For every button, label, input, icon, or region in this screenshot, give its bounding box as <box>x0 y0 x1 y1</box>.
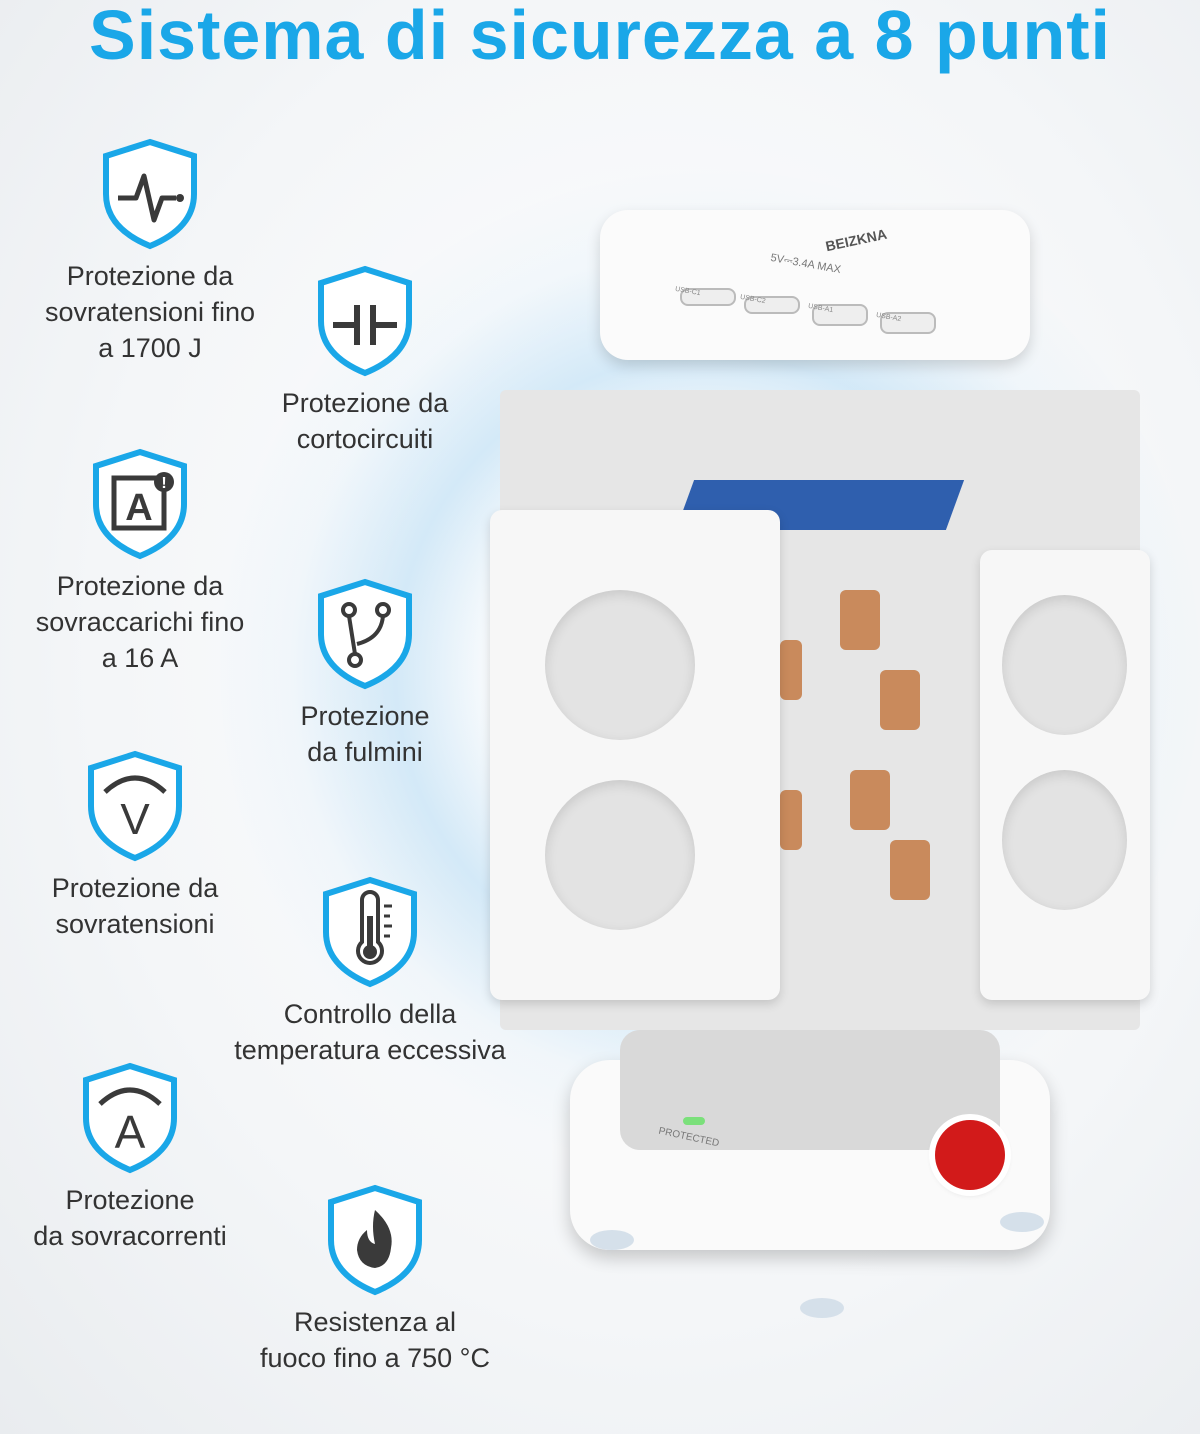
thermometer-icon <box>323 876 417 988</box>
svg-text:V: V <box>120 795 150 844</box>
svg-text:A: A <box>115 1106 146 1158</box>
feature-label: Protezione da sovratensioni fino a 1700 … <box>44 261 256 363</box>
foot-pad <box>590 1230 634 1250</box>
copper-contact <box>880 670 920 730</box>
copper-contact <box>840 590 880 650</box>
feature-lightning: Protezione da fulmini <box>260 578 470 770</box>
schuko-socket <box>1002 595 1127 735</box>
voltage-v-icon: V <box>88 750 182 862</box>
copper-contact <box>780 790 802 850</box>
pulse-wave-icon <box>103 138 197 250</box>
feature-label: Protezione da cortocircuiti <box>281 388 449 454</box>
feature-overload-16a: A ! Protezione da sovraccarichi fino a 1… <box>20 448 260 676</box>
usb-a-port <box>880 312 936 334</box>
schuko-socket <box>545 590 695 740</box>
usb-top-cap: BEIZKNA 5V⎓3.4A MAX USB-C1 USB-C2 USB-A1… <box>600 210 1030 360</box>
svg-text:!: ! <box>161 475 166 492</box>
page-title: Sistema di sicurezza a 8 punti <box>89 0 1111 74</box>
current-a-icon: A <box>83 1062 177 1174</box>
copper-contact <box>780 640 802 700</box>
feature-label: Controllo della temperatura eccessiva <box>234 999 506 1065</box>
feature-label: Protezione da sovratensioni <box>51 873 219 939</box>
usb-c-port <box>744 296 800 314</box>
power-switch <box>935 1120 1005 1190</box>
schuko-socket <box>545 780 695 930</box>
feature-temperature: Controllo della temperatura eccessiva <box>215 876 525 1068</box>
schuko-socket <box>1002 770 1127 910</box>
feature-label: Resistenza al fuoco fino a 750 °C <box>260 1307 490 1373</box>
feature-short-circuit: Protezione da cortocircuiti <box>250 265 480 457</box>
capacitor-icon <box>318 265 412 377</box>
feature-overcurrent: A Protezione da sovracorrenti <box>15 1062 245 1254</box>
overload-a-icon: A ! <box>93 448 187 560</box>
usb-port-row <box>680 260 960 334</box>
svg-text:A: A <box>125 487 152 529</box>
feature-label: Protezione da sovraccarichi fino a 16 A <box>35 571 245 673</box>
feature-surge-1700j: Protezione da sovratensioni fino a 1700 … <box>20 138 280 366</box>
feature-fire-resistance: Resistenza al fuoco fino a 750 °C <box>240 1184 510 1376</box>
usb-c-port <box>680 288 736 306</box>
usb-a-port <box>812 304 868 326</box>
copper-contact <box>890 840 930 900</box>
power-tower-illustration: BEIZKNA 5V⎓3.4A MAX USB-C1 USB-C2 USB-A1… <box>480 190 1160 1318</box>
base-cavity <box>620 1030 1000 1150</box>
branch-icon <box>318 578 412 690</box>
feature-label: Protezione da sovracorrenti <box>33 1185 227 1251</box>
feature-overvoltage: V Protezione da sovratensioni <box>30 750 240 942</box>
brand-logo: BEIZKNA <box>824 225 889 255</box>
socket-panel-left <box>490 510 780 1000</box>
feature-label: Protezione da fulmini <box>300 701 430 767</box>
flame-icon <box>328 1184 422 1296</box>
foot-pad <box>800 1298 844 1318</box>
copper-contact <box>850 770 890 830</box>
foot-pad <box>1000 1212 1044 1232</box>
protected-led <box>683 1117 705 1125</box>
socket-panel-right <box>980 550 1150 1000</box>
